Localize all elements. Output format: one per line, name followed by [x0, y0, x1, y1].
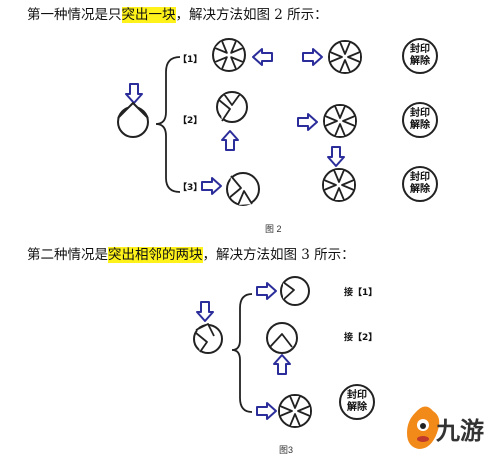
- seal-line1: 封印: [410, 172, 430, 183]
- fig2-row1-piece-a: [205, 31, 253, 79]
- paragraph-one-suffix: ，解决方法如图 2 所示：: [175, 7, 328, 23]
- fig2-row2-arrow-right: [297, 113, 318, 131]
- paragraph-two-suffix: ，解决方法如图 3 所示：: [202, 247, 355, 263]
- fig2-row2-arrow-up: [221, 130, 239, 151]
- fig2-caption: 图 2: [265, 224, 282, 234]
- fig3-label-continue-1: 接【1】: [344, 288, 378, 298]
- seal-line1: 封印: [410, 108, 430, 119]
- fig3-row2-piece: [266, 322, 298, 354]
- fig2-branch-label-3: 【3】: [178, 183, 203, 193]
- fig2-brace: [155, 56, 181, 193]
- fig2-row1-piece-b: [328, 40, 362, 74]
- fig2-start-arrow: [125, 83, 143, 104]
- fig3-seal: 封印 解除: [339, 384, 375, 420]
- fig2-start-piece: [117, 102, 149, 138]
- jiuyou-logo-icon: [407, 406, 440, 449]
- paragraph-case-one: 第一种情况是只突出一块，解决方法如图 2 所示：: [27, 3, 328, 23]
- fig2-seal-row2: 封印 解除: [402, 102, 438, 138]
- seal-line2: 解除: [410, 120, 430, 131]
- seal-line2: 解除: [410, 56, 430, 67]
- fig3-row1-arrow-right: [256, 282, 277, 300]
- fig2-row2-arrow-down: [327, 146, 345, 167]
- fig2-seal-row1: 封印 解除: [402, 38, 438, 74]
- watermark-text: 九游: [436, 417, 484, 445]
- fig3-row3-piece: [278, 394, 312, 428]
- fig2-seal-row3: 封印 解除: [402, 166, 438, 202]
- fig3-row1-piece: [280, 276, 310, 306]
- paragraph-case-two: 第二种情况是突出相邻的两块，解决方法如图 3 所示：: [27, 243, 355, 263]
- paragraph-two-prefix: 第二种情况是: [27, 247, 108, 263]
- paragraph-two-highlight: 突出相邻的两块: [108, 247, 203, 263]
- seal-line1: 封印: [347, 390, 367, 401]
- fig3-brace: [231, 293, 253, 413]
- fig3-row2-arrow-up: [273, 354, 291, 375]
- seal-line2: 解除: [410, 184, 430, 195]
- paragraph-one-prefix: 第一种情况是只: [27, 7, 122, 23]
- fig2-row3-arrow-right: [201, 177, 222, 195]
- paragraph-one-highlight: 突出一块: [121, 7, 176, 23]
- fig2-row3-piece-b: [322, 168, 356, 202]
- fig2-row3-piece-a: [226, 172, 260, 206]
- seal-line1: 封印: [410, 44, 430, 55]
- fig3-label-continue-2: 接【2】: [344, 333, 378, 343]
- fig2-row1-arrow-left: [252, 48, 273, 66]
- fig3-row3-arrow-right: [256, 402, 277, 420]
- fig2-row1-arrow-right: [302, 48, 323, 66]
- fig2-row2-piece-a: [216, 91, 248, 123]
- fig3-start-piece: [193, 323, 223, 354]
- fig2-branch-label-2: 【2】: [178, 116, 203, 126]
- seal-line2: 解除: [347, 402, 367, 413]
- fig3-caption: 图3: [279, 445, 294, 455]
- fig2-branch-label-1: 【1】: [178, 55, 203, 65]
- fig3-start-arrow: [196, 301, 214, 322]
- fig2-row2-piece-b: [323, 104, 357, 138]
